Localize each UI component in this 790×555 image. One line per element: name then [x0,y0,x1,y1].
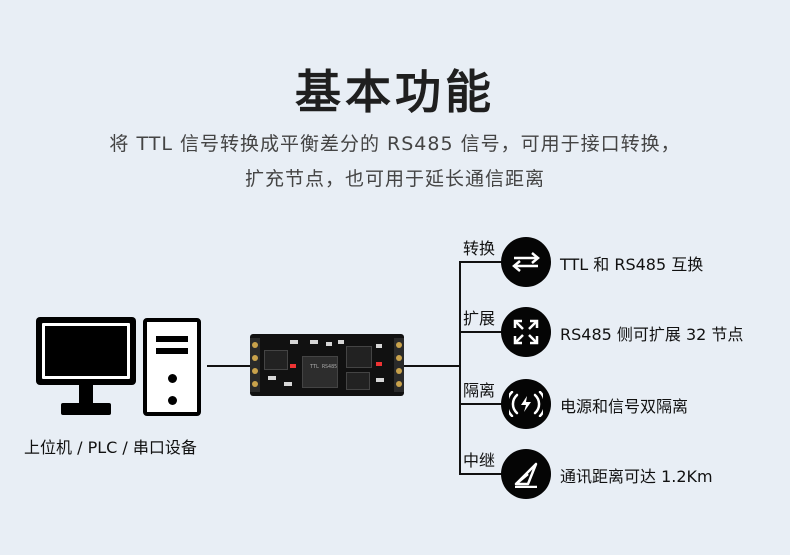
left-header-pins [250,338,260,392]
expand-icon [501,307,551,357]
branch-line [459,473,503,475]
connection-line [207,365,250,367]
right-header-pins [394,338,404,392]
branch-label-expand: 扩展 [463,309,496,328]
branch-trunk [459,261,461,475]
branch-line [459,331,503,333]
chip-1 [264,350,288,370]
branch-line [459,403,503,405]
function-text-isolate: 电源和信号双隔离 [560,397,689,416]
branch-line [459,261,503,263]
relay-send-icon [501,449,551,499]
status-led [376,362,382,366]
monitor-icon [36,317,136,385]
subtitle-line-1: 将 TTL 信号转换成平衡差分的 RS485 信号，可用于接口转换， [109,133,681,155]
branch-label-isolate: 隔离 [463,381,496,400]
function-text-relay: 通讯距离可达 1.2Km [560,467,713,486]
branch-label-convert: 转换 [463,239,496,258]
page-title: 基本功能 [295,65,495,119]
chip-4 [346,372,370,390]
chip-3 [346,346,372,368]
swap-arrows-icon [501,237,551,287]
device-label: 上位机 / PLC / 串口设备 [24,438,197,457]
pc-tower-icon [143,318,201,416]
connection-line [404,365,460,367]
status-led [290,364,296,368]
monitor-base [61,403,111,415]
subtitle-line-2: 扩充节点，也可用于延长通信距离 [244,168,545,190]
branch-label-relay: 中继 [463,451,496,470]
chip-label: TTL RS485 [310,364,338,370]
chip-2 [302,356,338,388]
isolation-icon [501,379,551,429]
monitor-stand [79,385,93,405]
function-text-convert: TTL 和 RS485 互换 [560,255,704,274]
function-text-expand: RS485 侧可扩展 32 节点 [560,325,744,344]
rs485-module-board: TTL RS485 [250,334,404,396]
